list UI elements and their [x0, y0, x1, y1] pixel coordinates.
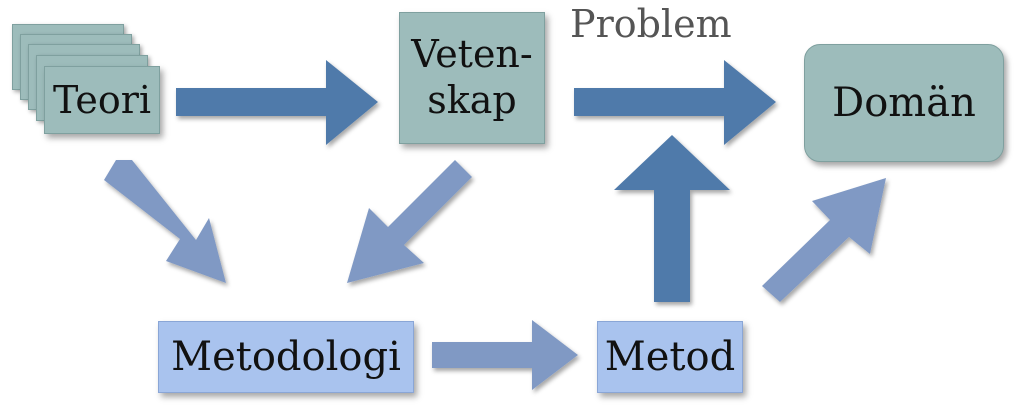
arrow-metod-up: [614, 135, 730, 302]
node-metodologi-label: Metodologi: [171, 334, 401, 380]
arrow-vetenskap-doman: [574, 60, 776, 145]
node-metod-label: Metod: [604, 334, 736, 380]
node-vetenskap: Veten- skap: [399, 12, 545, 144]
node-doman-label: Domän: [832, 80, 976, 126]
node-teori: Teori: [44, 66, 160, 134]
node-vetenskap-line-2: skap: [427, 78, 517, 122]
node-doman: Domän: [804, 44, 1004, 162]
arrow-metod-doman: [762, 178, 886, 302]
label-problem: Problem: [570, 2, 732, 46]
arrow-teori-metodologi: [104, 160, 226, 283]
arrow-teori-vetenskap: [176, 60, 378, 145]
node-metod: Metod: [597, 321, 743, 393]
arrow-metodologi-metod: [432, 320, 578, 390]
arrow-vetenskap-metodologi: [347, 160, 472, 283]
node-teori-label: Teori: [52, 78, 152, 122]
node-metodologi: Metodologi: [158, 321, 414, 393]
node-vetenskap-line-1: Veten-: [411, 32, 533, 77]
